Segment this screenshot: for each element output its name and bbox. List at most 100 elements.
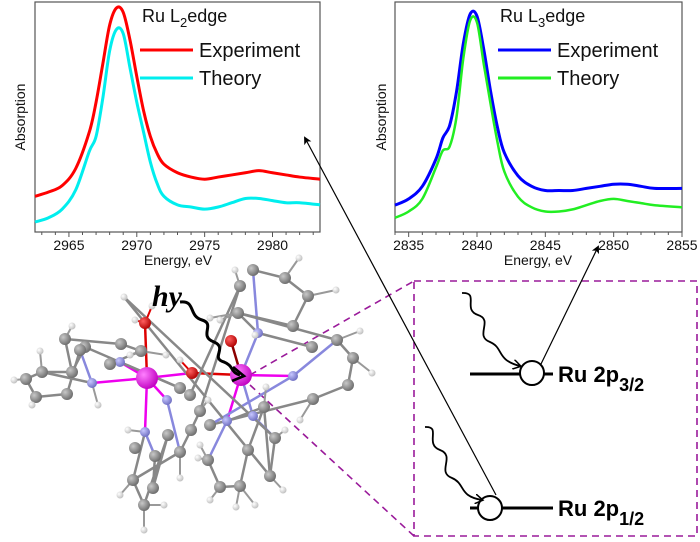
zoom-projection-top <box>249 280 415 376</box>
carbon-atom <box>234 480 246 492</box>
hydrogen-atom <box>194 454 202 462</box>
hydrogen-atom <box>176 356 184 364</box>
energy-level-diagram: Ru 2p3/2 Ru 2p1/2 <box>304 136 644 529</box>
hydrogen-atom <box>10 376 18 384</box>
core-hole-2p32-icon <box>519 360 545 386</box>
molecule-bond <box>292 339 338 377</box>
l3-x-axis-title: Energy, eV <box>504 252 573 268</box>
l2-theory-curve <box>34 26 321 224</box>
carbon-atom <box>204 419 216 431</box>
carbon-atom <box>264 470 276 482</box>
hydrogen-atom <box>206 314 214 322</box>
molecule-bond <box>226 405 265 423</box>
l3-y-axis-title: Absorption <box>373 84 389 151</box>
carbon-atom <box>242 444 254 456</box>
carbon-atom <box>36 366 48 378</box>
l2-experiment-curve <box>34 5 321 198</box>
carbon-atom <box>129 442 141 454</box>
hydrogen-atom <box>332 286 340 294</box>
carbon-atom <box>287 320 299 332</box>
arrow-2p12-to-l2 <box>304 136 497 496</box>
x-tick-label: 2840 <box>461 237 492 253</box>
carbon-atom <box>202 454 214 466</box>
level-2p12-label: Ru 2p1/2 <box>558 496 644 529</box>
molecule-bond <box>64 337 122 346</box>
hydrogen-atom <box>196 441 204 449</box>
ruthenium-atom <box>136 367 158 389</box>
l2-plot-title: Ru L2edge <box>142 6 227 30</box>
x-tick-label: 2970 <box>121 237 152 253</box>
x-tick-label: 2855 <box>666 237 697 253</box>
l2-x-axis-title: Energy, eV <box>144 252 213 268</box>
carbon-atom <box>247 264 259 276</box>
carbon-atom <box>59 333 71 345</box>
carbon-atom <box>232 307 244 319</box>
carbon-atom <box>30 391 42 403</box>
molecule-bond <box>312 383 349 401</box>
carbon-atom <box>342 379 354 391</box>
hydrogen-atom <box>28 401 36 409</box>
zoom-projection-bottom <box>249 384 415 537</box>
carbon-atom <box>331 334 343 346</box>
x-tick-label: 2980 <box>257 237 288 253</box>
carbon-atom <box>20 373 32 385</box>
carbon-atom <box>185 424 197 436</box>
l3-plot-frame <box>394 1 683 233</box>
x-tick-label: 2845 <box>530 237 561 253</box>
hydrogen-atom <box>368 369 376 377</box>
carbon-atom <box>74 344 86 356</box>
carbon-atom <box>138 499 150 511</box>
carbon-atom <box>66 366 78 378</box>
photon-label: hy <box>152 280 183 313</box>
molecule-bond <box>238 449 250 487</box>
carbon-atom <box>174 446 186 458</box>
carbon-atom <box>279 272 291 284</box>
carbon-atom <box>184 389 196 401</box>
carbon-atom <box>307 393 319 405</box>
l3-legend: Experiment Theory <box>498 40 659 90</box>
carbon-atom <box>162 429 174 441</box>
molecule-bond <box>268 437 277 477</box>
carbon-atom <box>174 382 186 394</box>
l3-x-axis-ticks <box>394 232 683 237</box>
hydrogen-atom <box>251 501 259 509</box>
carbon-atom <box>302 290 314 302</box>
hydrogen-atom <box>124 426 132 434</box>
zoom-box <box>249 280 698 537</box>
molecule-bond <box>246 406 266 451</box>
hydrogen-atom <box>120 293 128 301</box>
molecule-bond <box>251 269 260 334</box>
nitrogen-atom <box>162 395 172 405</box>
hydrogen-atom <box>232 503 240 511</box>
nitrogen-atom <box>140 427 150 437</box>
photon-wave-molecule-icon <box>179 300 241 377</box>
carbon-atom <box>149 450 161 462</box>
carbon-atom <box>127 474 139 486</box>
molecule-bond <box>209 374 294 427</box>
hydrogen-atom <box>148 302 156 310</box>
molecule-bond <box>41 370 93 385</box>
hydrogen-atom <box>160 501 168 509</box>
hydrogen-atom <box>176 474 184 482</box>
x-tick-label: 2975 <box>189 237 220 253</box>
oxygen-atom <box>186 367 198 379</box>
l2-legend-experiment: Experiment <box>199 40 301 62</box>
zoom-box-frame <box>413 280 698 537</box>
nitrogen-atom <box>222 416 232 426</box>
hydrogen-atom <box>262 383 270 391</box>
carbon-atom <box>306 341 318 353</box>
nitrogen-atom <box>248 411 258 421</box>
hydrogen-atom <box>295 254 303 262</box>
hydrogen-atom <box>204 396 212 404</box>
oxygen-atom <box>139 317 151 329</box>
hydrogen-atom <box>140 526 148 534</box>
hydrogen-atom <box>131 316 139 324</box>
l3-experiment-curve <box>394 9 683 207</box>
l3-plot-title: Ru L3edge <box>500 6 585 30</box>
oxygen-atom <box>225 335 237 347</box>
nitrogen-atom <box>115 357 125 367</box>
